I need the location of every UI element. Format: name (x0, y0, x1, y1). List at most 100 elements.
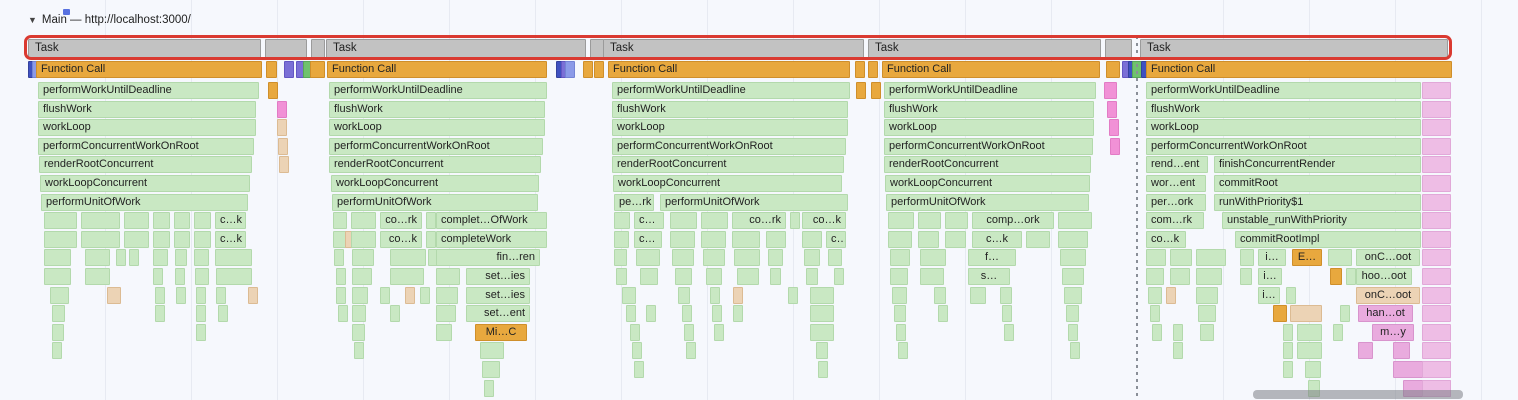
flame-bar[interactable] (701, 230, 726, 248)
flame-bar[interactable] (770, 268, 781, 285)
flame-bar[interactable] (945, 230, 966, 248)
flame-bar[interactable] (194, 212, 211, 230)
task-bar[interactable]: Task (326, 39, 586, 58)
flame-bar[interactable] (436, 305, 456, 323)
task-bar[interactable]: Task (1140, 39, 1448, 58)
flame-bar[interactable] (733, 286, 743, 304)
flame-bar[interactable]: completeWork (436, 230, 547, 248)
flame-bar[interactable] (85, 249, 110, 267)
flame-bar[interactable] (682, 305, 692, 323)
flame-bar[interactable] (828, 249, 842, 267)
flame-bar[interactable] (1104, 82, 1117, 99)
flame-bar[interactable] (1152, 323, 1162, 341)
flame-bar[interactable]: i… (1258, 268, 1282, 285)
flame-bar[interactable] (1198, 305, 1216, 323)
flame-bar[interactable] (1000, 286, 1012, 304)
flame-bar[interactable] (1058, 230, 1088, 248)
flame-bar[interactable] (334, 249, 344, 267)
flame-bar[interactable] (888, 230, 912, 248)
flame-bar[interactable] (215, 249, 252, 267)
flame-bar[interactable]: workLoop (1146, 119, 1421, 137)
flame-bar[interactable] (1283, 342, 1293, 360)
flame-bar[interactable] (426, 230, 436, 248)
flame-bar[interactable]: performUnitOfWork (41, 193, 248, 211)
flame-bar[interactable]: performWorkUntilDeadline (884, 82, 1096, 99)
flame-bar[interactable]: runWithPriority$1 (1214, 193, 1421, 211)
flame-bar[interactable]: renderRootConcurrent (612, 156, 844, 174)
flame-bar[interactable] (336, 286, 346, 304)
flame-bar[interactable] (646, 305, 656, 323)
flame-bar[interactable]: performWorkUntilDeadline (329, 82, 547, 99)
flame-bar[interactable] (52, 342, 62, 360)
flame-bar[interactable]: onC…oot (1356, 249, 1420, 267)
activity-tick[interactable] (310, 61, 325, 78)
flame-bar[interactable]: performConcurrentWorkOnRoot (329, 137, 543, 155)
flame-bar[interactable] (890, 268, 908, 285)
task-bar[interactable] (590, 39, 604, 58)
flame-bar[interactable] (934, 286, 946, 304)
flame-bar[interactable] (1297, 342, 1322, 360)
flame-bar[interactable] (1422, 119, 1451, 137)
flame-bar[interactable] (1328, 249, 1352, 267)
flame-bar[interactable] (732, 230, 760, 248)
flame-bar[interactable]: commitRoot (1214, 175, 1421, 192)
flame-bar[interactable]: set…ies (466, 268, 530, 285)
flame-bar[interactable] (896, 323, 906, 341)
flame-bar[interactable] (737, 268, 759, 285)
flame-bar[interactable] (892, 286, 907, 304)
flame-bar[interactable] (626, 305, 636, 323)
flame-bar[interactable]: m…y (1372, 323, 1414, 341)
flame-bar[interactable] (1422, 249, 1451, 267)
flame-bar[interactable] (1422, 156, 1451, 174)
flame-bar[interactable]: workLoop (329, 119, 545, 137)
flame-bar[interactable] (945, 212, 968, 230)
flame-bar[interactable]: flushWork (38, 100, 256, 118)
flame-bar[interactable] (788, 286, 798, 304)
flame-bar[interactable] (44, 268, 71, 285)
flame-bar[interactable]: workLoopConcurrent (40, 175, 250, 192)
flame-bar[interactable] (1273, 305, 1287, 323)
flame-bar[interactable] (436, 268, 460, 285)
flame-bar[interactable] (918, 212, 941, 230)
flame-bar[interactable] (1422, 82, 1451, 99)
flame-bar[interactable] (175, 249, 187, 267)
flame-bar[interactable] (1422, 212, 1451, 230)
flame-bar[interactable] (153, 230, 170, 248)
flame-bar[interactable] (888, 212, 914, 230)
flame-bar[interactable]: co…rk (380, 212, 422, 230)
flame-bar[interactable] (1146, 268, 1164, 285)
flame-bar[interactable] (352, 268, 372, 285)
flame-bar[interactable] (1070, 342, 1080, 360)
flame-bar[interactable]: com…rk (1146, 212, 1204, 230)
activity-tick[interactable] (1106, 61, 1120, 78)
flame-bar[interactable] (351, 212, 376, 230)
flame-bar[interactable] (1058, 212, 1092, 230)
flame-bar[interactable] (153, 212, 170, 230)
flame-bar[interactable] (338, 305, 348, 323)
flame-bar[interactable] (1333, 323, 1343, 341)
flame-bar[interactable] (1150, 305, 1160, 323)
flame-bar[interactable] (701, 212, 728, 230)
flame-bar[interactable] (1062, 268, 1084, 285)
flame-bar[interactable] (1346, 268, 1356, 285)
flame-bar[interactable] (938, 305, 948, 323)
flame-bar[interactable] (1330, 268, 1342, 285)
flame-bar[interactable]: c…k (972, 230, 1022, 248)
flame-bar[interactable]: co…k (380, 230, 422, 248)
flame-bar[interactable] (920, 249, 946, 267)
flame-bar[interactable] (1060, 249, 1086, 267)
flame-bar[interactable]: pe…rk (614, 193, 654, 211)
flame-bar[interactable]: performWorkUntilDeadline (1146, 82, 1421, 99)
flame-bar[interactable]: commitRootImpl (1235, 230, 1421, 248)
flame-bar[interactable] (216, 268, 252, 285)
flame-bar[interactable] (1002, 305, 1012, 323)
flame-bar[interactable]: workLoopConcurrent (613, 175, 842, 192)
flame-bar[interactable]: finishConcurrentRender (1214, 156, 1421, 174)
flame-bar[interactable]: co…k (1146, 230, 1186, 248)
flame-bar[interactable]: performWorkUntilDeadline (38, 82, 259, 99)
flame-bar[interactable] (712, 305, 722, 323)
flame-bar[interactable] (194, 249, 209, 267)
flame-bar[interactable]: c… (826, 230, 846, 248)
flame-bar[interactable] (351, 230, 376, 248)
task-bar[interactable] (311, 39, 325, 58)
